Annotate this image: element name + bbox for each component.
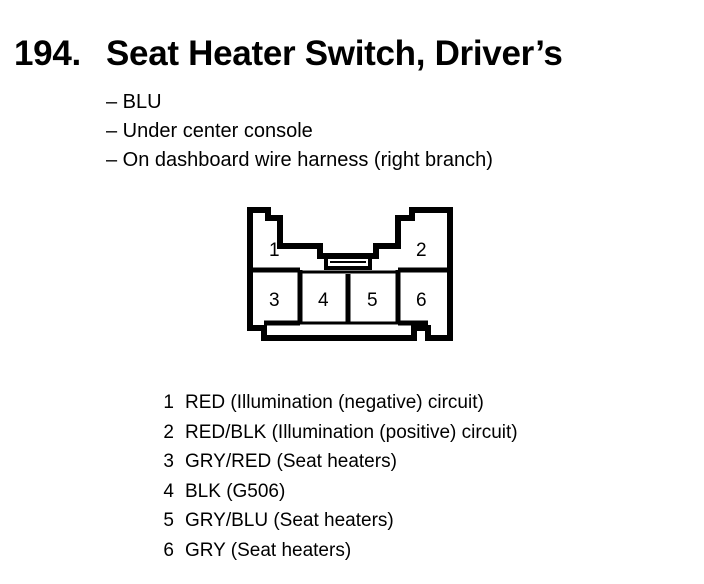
- cavity-label-1: 1: [269, 240, 280, 261]
- connector-color: – BLU: [106, 91, 162, 113]
- cavity-label-2: 2: [416, 240, 427, 261]
- cavity-label-5: 5: [367, 290, 378, 311]
- connector-lock-tab: [324, 254, 372, 270]
- page-title: 194. Seat Heater Switch, Driver’s: [14, 32, 563, 76]
- pin-description: BLK (G506): [185, 480, 286, 502]
- pin-description: GRY (Seat heaters): [185, 539, 352, 561]
- pin-description: RED/BLK (Illumination (positive) circuit…: [185, 421, 518, 443]
- pin-assignment-list: 1 RED (Illumination (negative) circuit) …: [152, 388, 518, 566]
- pin-row: 2 RED/BLK (Illumination (positive) circu…: [152, 418, 518, 448]
- pin-description: RED (Illumination (negative) circuit): [185, 392, 484, 413]
- pin-row: 5 GRY/BLU (Seat heaters): [152, 506, 518, 536]
- pin-row: 6 GRY (Seat heaters): [152, 536, 518, 566]
- component-details: – BLU – Under center console – On dashbo…: [106, 88, 493, 175]
- pin-number: 2: [163, 421, 174, 443]
- component-name: Seat Heater Switch, Driver’s: [106, 34, 563, 73]
- pin-row: 1 RED (Illumination (negative) circuit): [152, 388, 518, 418]
- pin-number: 4: [163, 480, 174, 502]
- pin-row: 4 BLK (G506): [152, 477, 518, 507]
- pin-number: 1: [163, 392, 174, 413]
- pin-number: 5: [163, 510, 174, 531]
- connector-housing: [247, 207, 453, 341]
- component-location: – Under center console: [106, 120, 313, 142]
- pin-description: GRY/RED (Seat heaters): [185, 451, 397, 472]
- component-number: 194.: [14, 34, 81, 73]
- cavity-label-4: 4: [318, 290, 329, 311]
- pin-row: 3 GRY/RED (Seat heaters): [152, 447, 518, 477]
- pin-number: 6: [163, 539, 174, 561]
- pin-description: GRY/BLU (Seat heaters): [185, 510, 394, 531]
- cavity-label-6: 6: [416, 290, 427, 311]
- connector-face-diagram: 1 2 3 4 5 6: [247, 207, 453, 341]
- pin-number: 3: [163, 451, 174, 472]
- harness-location: – On dashboard wire harness (right branc…: [106, 149, 493, 171]
- cavity-label-3: 3: [269, 290, 280, 311]
